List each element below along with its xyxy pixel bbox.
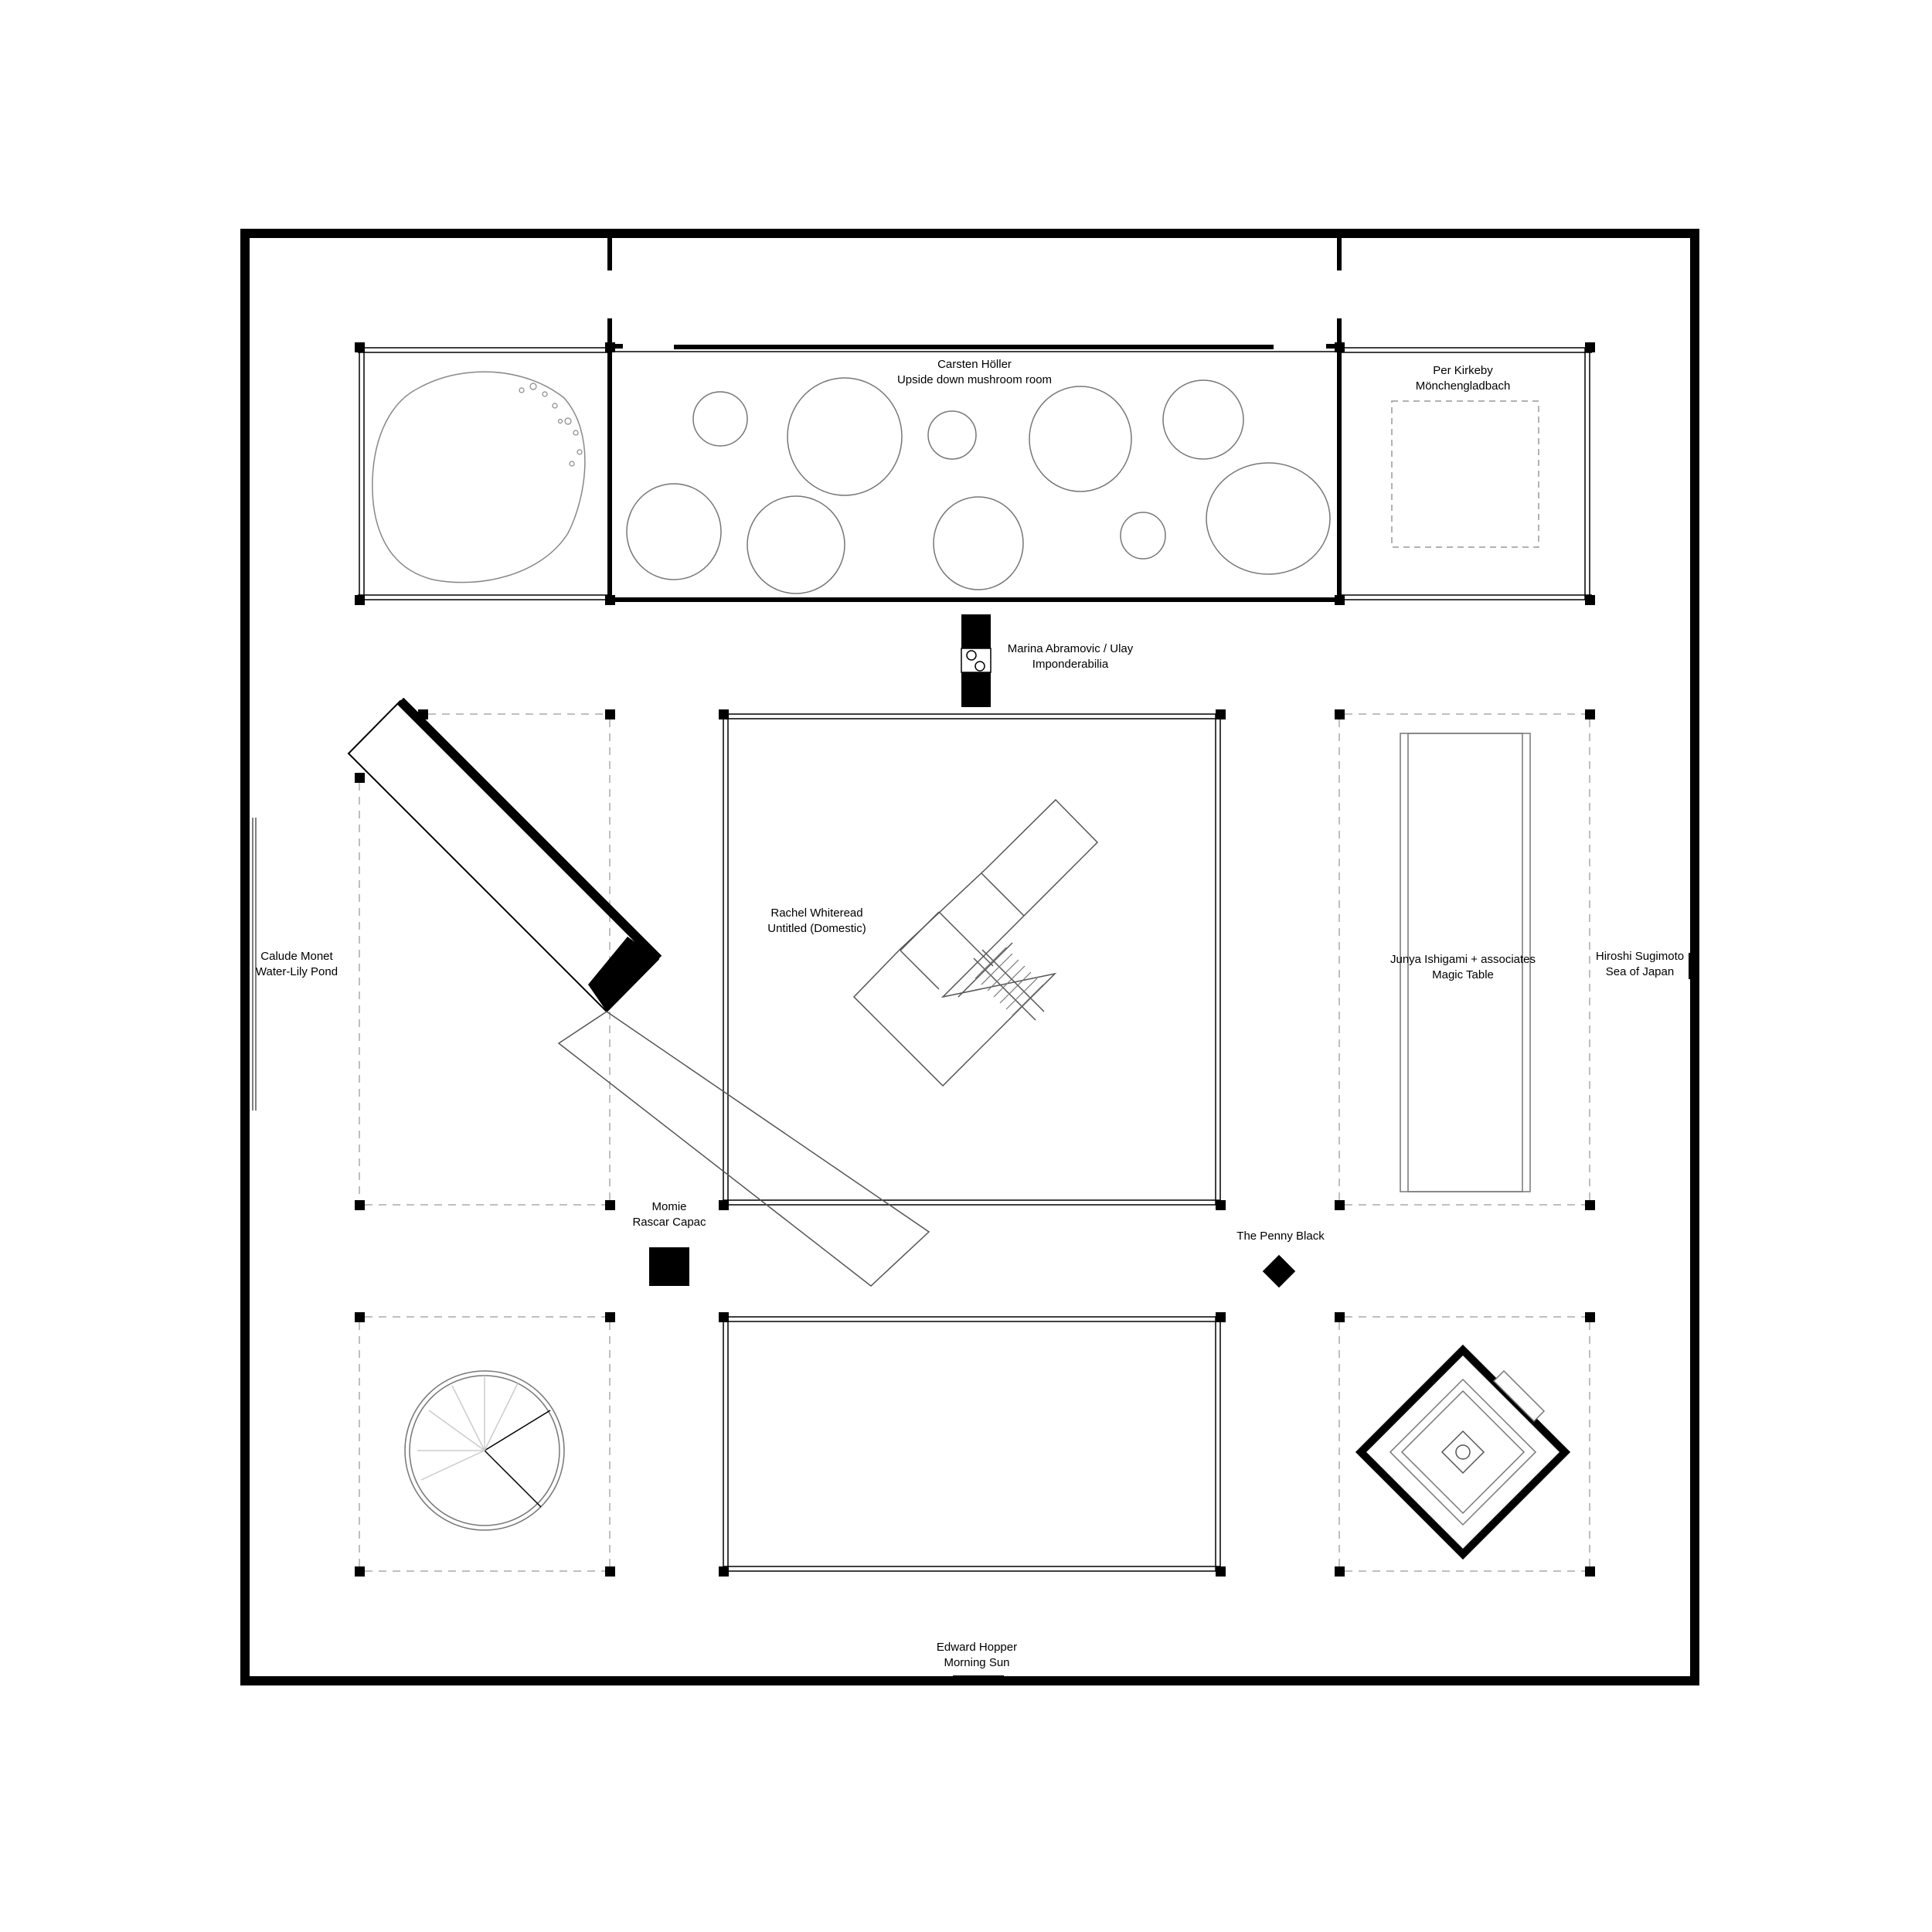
label-hopper-work: Morning Sun [944, 1656, 1010, 1669]
label-sugimoto-work: Sea of Japan [1605, 965, 1675, 978]
label-monet-work: Water-Lily Pond [255, 965, 338, 978]
label-momie: Momie Rascar Capac [632, 1199, 706, 1230]
label-whiteread-work: Untitled (Domestic) [767, 922, 866, 935]
label-kirkeby-artist: Per Kirkeby [1433, 364, 1493, 377]
diamond-room [1355, 1344, 1571, 1560]
entrance-walls [607, 238, 1342, 349]
label-sugimoto: Hiroshi Sugimoto Sea of Japan [1596, 949, 1684, 980]
pond-room [358, 347, 610, 600]
label-holler-artist: Carsten Höller [937, 358, 1012, 371]
label-holler: Carsten Höller Upside down mushroom room [897, 357, 1052, 388]
label-abramovic-artist: Marina Abramovic / Ulay [1007, 642, 1134, 655]
label-hopper: Edward Hopper Morning Sun [937, 1640, 1017, 1671]
diamond-room-opening [1492, 1369, 1546, 1423]
diagonal-wall [347, 697, 930, 1287]
hopper-painting [953, 1675, 1004, 1682]
label-monet-artist: Calude Monet [260, 950, 333, 963]
label-monet: Calude Monet Water-Lily Pond [256, 949, 338, 980]
spiral-stair [404, 1370, 565, 1531]
sugimoto-painting [1689, 953, 1696, 979]
pond-dots [519, 383, 583, 467]
label-kirkeby: Per Kirkeby Mönchengladbach [1416, 363, 1511, 394]
label-momie-artist: Momie [651, 1200, 687, 1213]
label-abramovic: Marina Abramovic / Ulay Imponderabilia [1008, 641, 1134, 672]
bottom-room [723, 1316, 1221, 1572]
label-holler-work: Upside down mushroom room [896, 373, 1053, 386]
posts [355, 342, 1595, 1577]
mushroom-room [607, 346, 1342, 603]
whiteread-room [723, 713, 1221, 1206]
label-whiteread: Rachel Whiteread Untitled (Domestic) [767, 906, 866, 937]
kirkeby-room [1339, 347, 1592, 600]
pond-outline [372, 371, 586, 583]
whiteread-sculpture [852, 798, 1099, 1087]
abramovic-doorway [961, 614, 992, 707]
label-whiteread-artist: Rachel Whiteread [770, 906, 863, 920]
penny-black [1262, 1254, 1296, 1288]
label-penny-artist: The Penny Black [1236, 1230, 1325, 1243]
label-abramovic-work: Imponderabilia [1032, 658, 1109, 671]
label-ishigami-work: Magic Table [1432, 968, 1494, 981]
kirkeby-work [1391, 400, 1539, 548]
label-ishigami-artist: Junya Ishigami + associates [1389, 953, 1536, 966]
magic-table [1400, 733, 1531, 1192]
monet-painting [252, 818, 257, 1111]
label-kirkeby-work: Mönchengladbach [1415, 379, 1511, 393]
whiteread-stairs [975, 947, 1044, 1016]
label-sugimoto-artist: Hiroshi Sugimoto [1595, 950, 1685, 963]
label-ishigami: Junya Ishigami + associates Magic Table [1390, 952, 1536, 983]
label-momie-work: Rascar Capac [632, 1216, 706, 1229]
momie-block [649, 1247, 689, 1286]
label-hopper-artist: Edward Hopper [936, 1641, 1018, 1654]
label-penny: The Penny Black [1236, 1229, 1324, 1244]
mushroom-circles [626, 377, 1331, 594]
